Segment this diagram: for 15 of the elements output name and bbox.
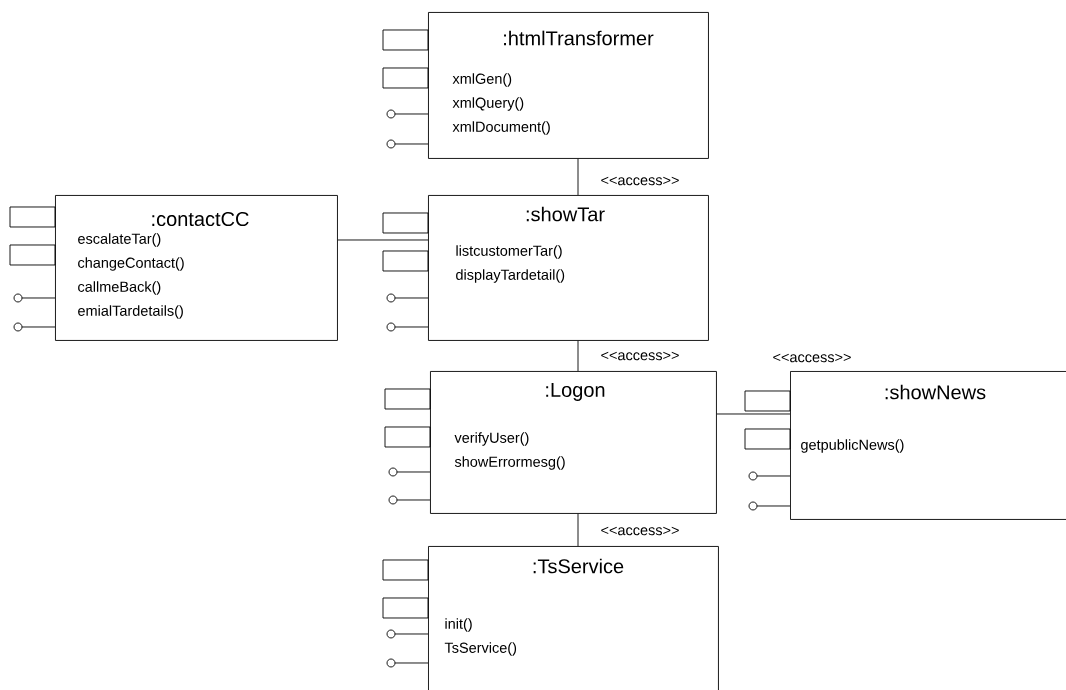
component-box: :htmlTransformer xmlGen() xmlQuery() xmlDocument() <box>428 12 709 159</box>
connector-line <box>577 513 579 547</box>
connector-line <box>577 340 579 372</box>
connector-line <box>577 158 579 196</box>
connector-line <box>337 239 429 241</box>
edge-label: <<access>> <box>599 175 681 187</box>
connector-line <box>716 413 791 415</box>
component-box: :showTar listcustomerTar() displayTardetail() <box>428 195 709 341</box>
component-box: :Logon verifyUser() showErrormesg() <box>430 371 717 514</box>
component-box: :contactCC escalateTar() changeContact() callmeBack() emialTardetails() <box>55 195 338 341</box>
component-box: :showNews getpublicNews() <box>790 371 1066 520</box>
component-box: :TsService init() TsService() <box>428 546 719 690</box>
edge-label: <<access>> <box>599 525 681 537</box>
edge-label: <<access>> <box>599 350 681 362</box>
edge-label: <<access>> <box>771 352 853 364</box>
